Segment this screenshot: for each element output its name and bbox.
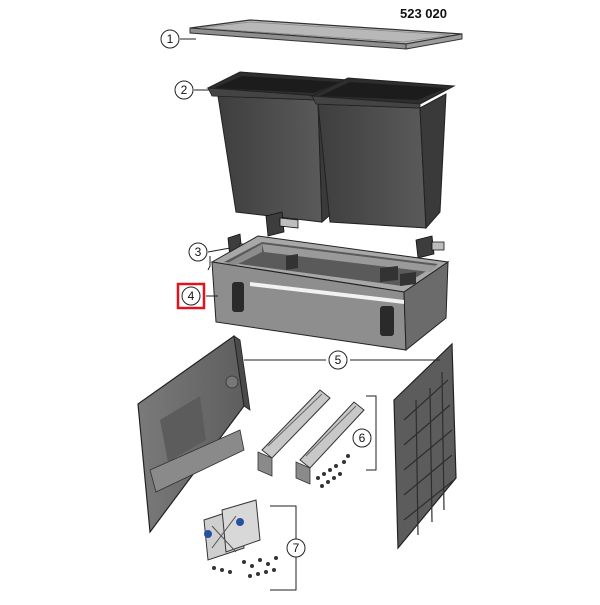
part-number: 523 020	[400, 6, 447, 21]
mounting-plates-part	[203, 499, 278, 578]
callout-1-label: 1	[167, 32, 174, 46]
callout-3-label: 3	[195, 245, 202, 259]
leader-lines	[180, 38, 440, 591]
runners-part	[257, 389, 365, 488]
callout-6: 6	[352, 428, 372, 448]
callout-5: 5	[328, 350, 348, 370]
callout-1: 1	[160, 29, 180, 49]
callout-5-label: 5	[335, 353, 342, 367]
callout-3: 3	[188, 242, 208, 262]
callout-4: 4	[176, 282, 206, 310]
callout-4-label: 4	[188, 289, 195, 303]
callout-4-highlight-box	[176, 282, 206, 310]
lid-part	[189, 19, 463, 50]
callout-2: 2	[174, 80, 194, 100]
callout-6-label: 6	[359, 431, 366, 445]
callout-7: 7	[286, 538, 306, 558]
panels-part	[137, 334, 457, 550]
bins-part	[206, 71, 456, 230]
frame-part	[210, 235, 450, 352]
callout-2-label: 2	[181, 83, 188, 97]
callout-7-label: 7	[293, 541, 300, 555]
